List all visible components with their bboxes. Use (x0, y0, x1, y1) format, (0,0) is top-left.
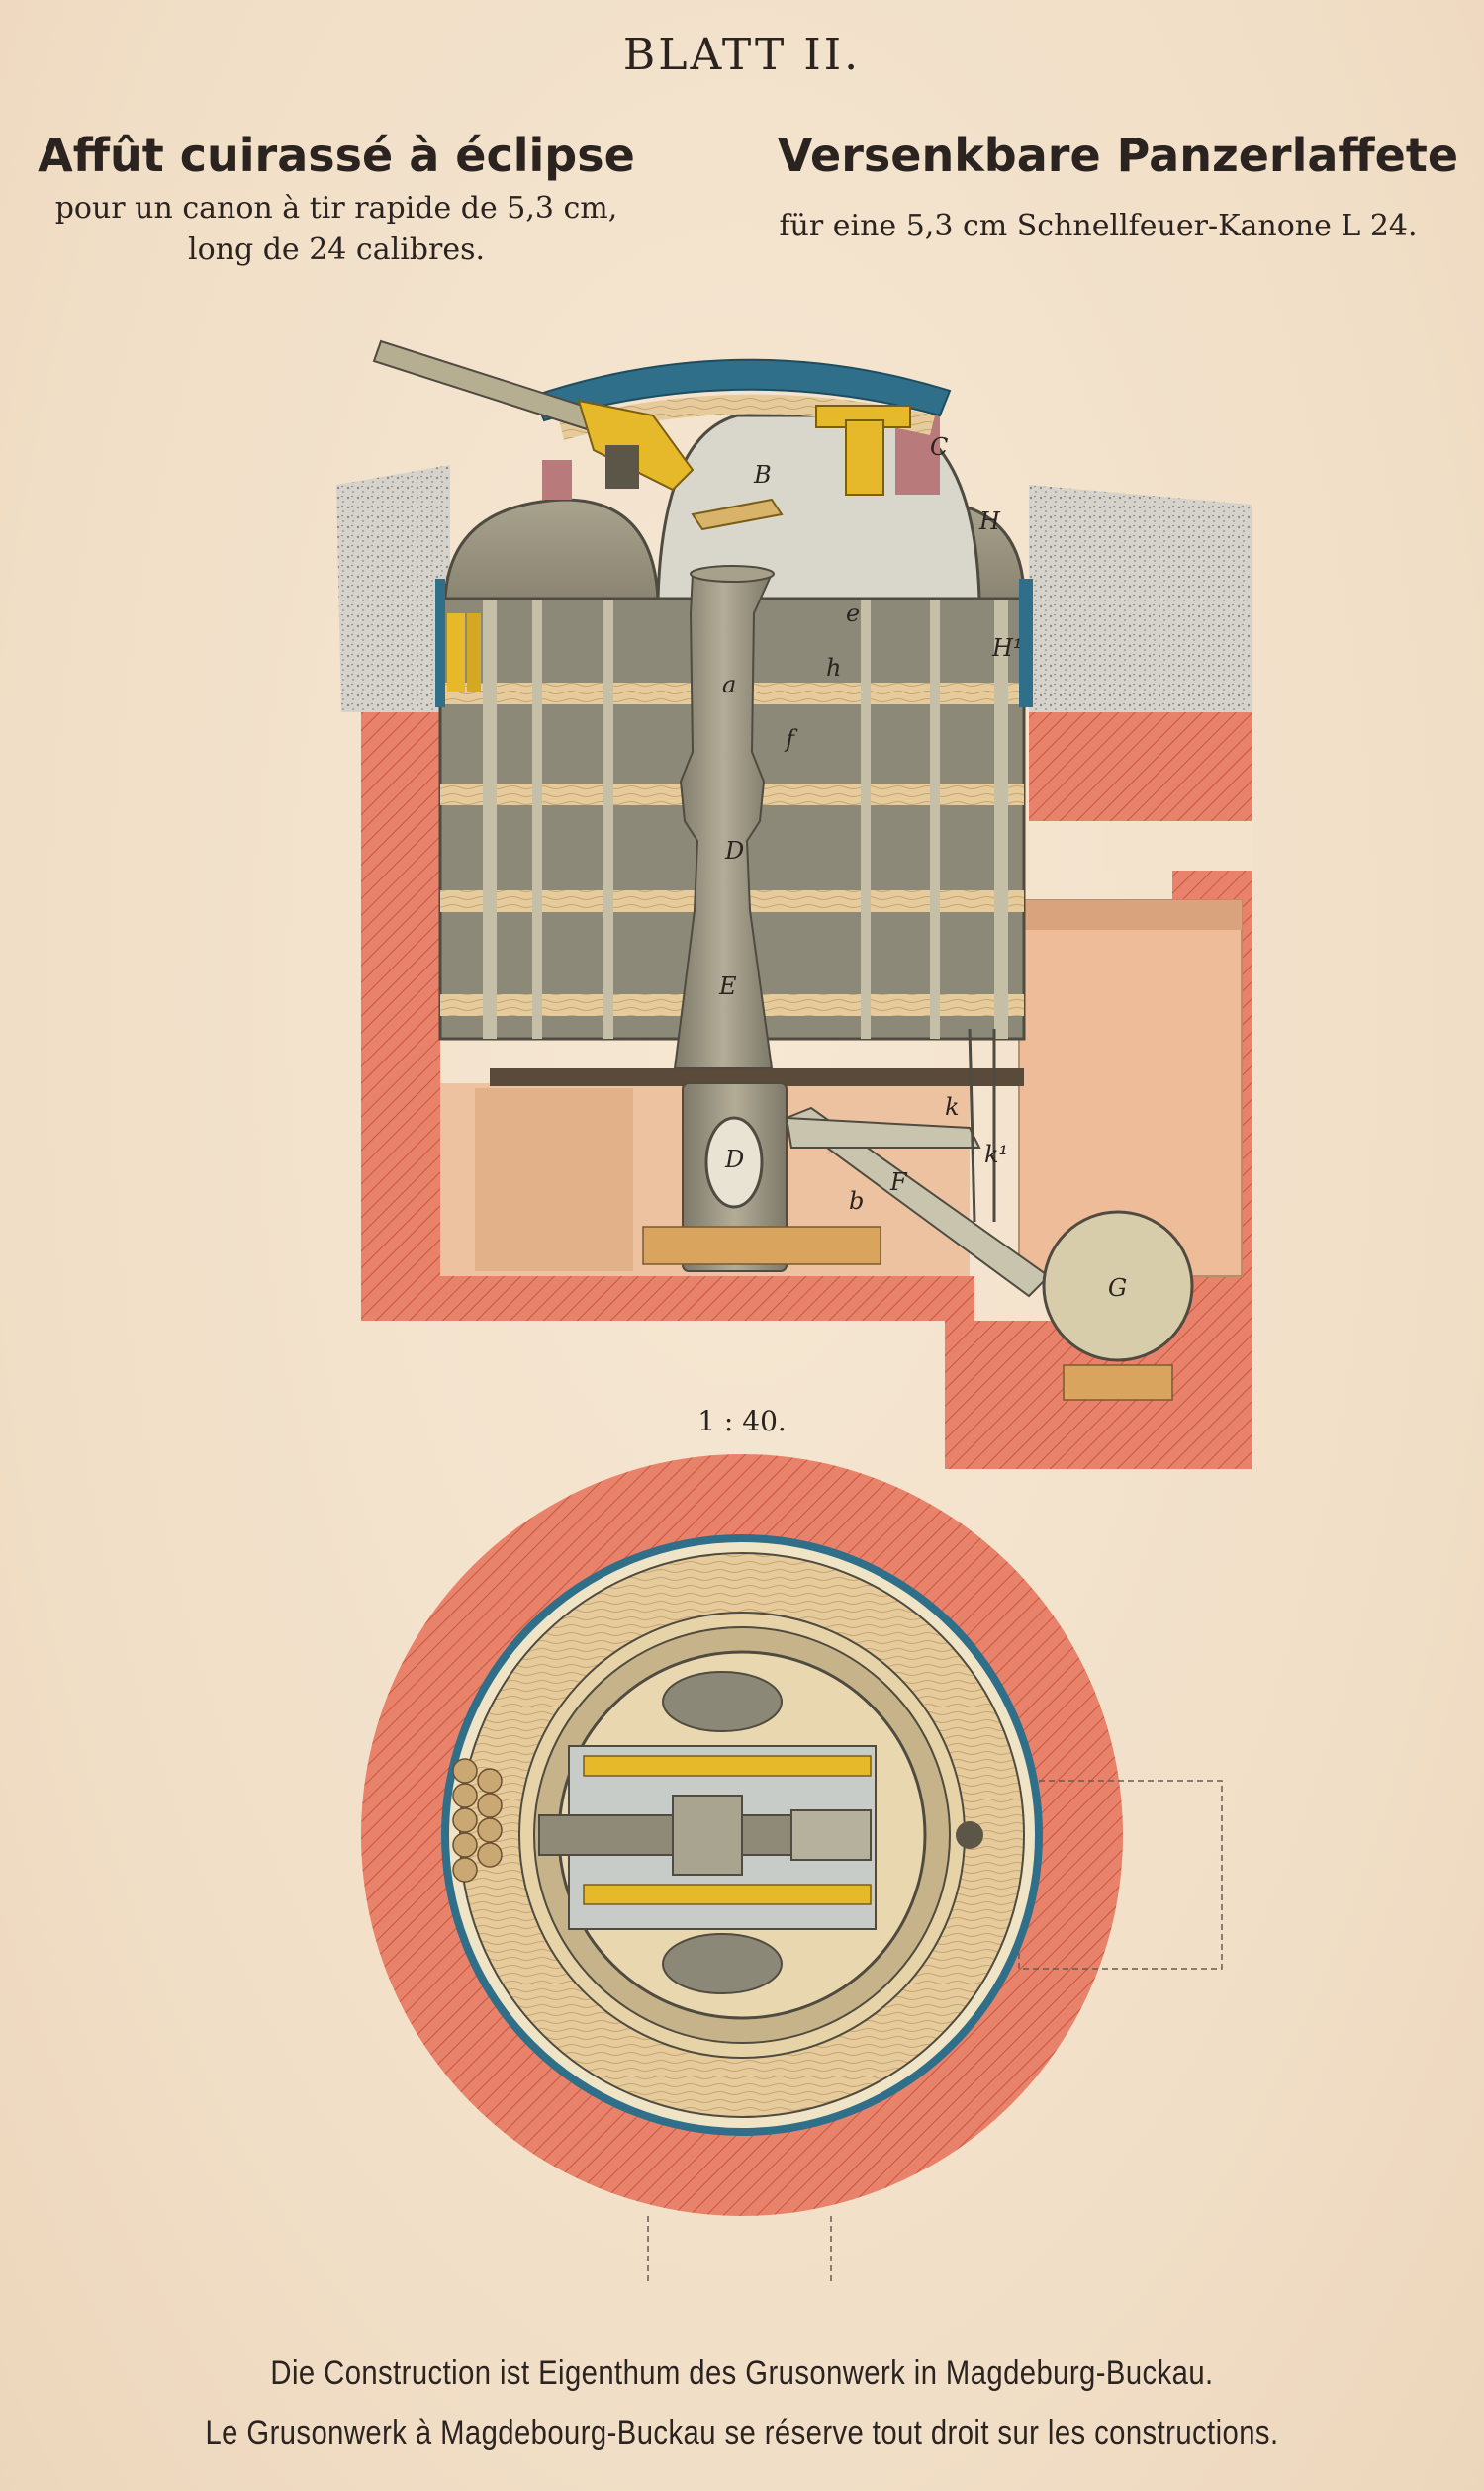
dome-left (443, 498, 660, 600)
gun-mount (577, 399, 911, 531)
title-german: Versenkbare Panzerlaffete (777, 129, 1459, 182)
label-E: E (718, 972, 737, 1000)
label-k: k (945, 1093, 960, 1121)
subtitle-french-line-2: long de 24 calibres. (187, 232, 486, 267)
plan-view (361, 1454, 1223, 2285)
armor-cupola (532, 358, 952, 422)
subtitle-french-line-1: pour un canon à tir rapide de 5,3 cm, (54, 191, 618, 226)
plan-shell-stack (452, 1758, 503, 1883)
title-french: Affût cuirassé à éclipse (38, 129, 635, 182)
subtitle-french: pour un canon à tir rapide de 5,3 cm, lo… (10, 188, 663, 271)
label-C: C (930, 433, 948, 461)
label-b: b (849, 1187, 864, 1215)
foundation-timbers (642, 1226, 1173, 1401)
label-D: D (724, 837, 744, 865)
label-h: h (826, 654, 841, 682)
vertical-section: B C H H¹ a e h f D E D b F k k¹ G (336, 339, 1252, 1469)
gravel-glacis-left (336, 465, 450, 712)
central-column (673, 565, 788, 1272)
label-D-lower: D (724, 1146, 744, 1173)
counterweight (1042, 1210, 1194, 1362)
label-G: G (1108, 1274, 1127, 1302)
label-k1: k¹ (984, 1141, 1008, 1168)
footer-french: Le Grusonwerk à Magdebourg-Buckau se rés… (205, 2414, 1279, 2451)
label-F: F (889, 1168, 908, 1196)
armor-collar-left (542, 460, 572, 500)
subtitle-german: für eine 5,3 cm Schnellfeuer-Kanone L 24… (779, 209, 1418, 243)
footer-german: Die Construction ist Eigenthum des Gruso… (270, 2354, 1214, 2392)
column-pivot-window (704, 1116, 764, 1209)
shell-stack (447, 613, 465, 692)
label-H1: H¹ (991, 634, 1023, 662)
label-H: H (978, 507, 1001, 535)
scale-note: 1 : 40. (697, 1405, 787, 1437)
label-a: a (722, 671, 736, 698)
gravel-glacis-right (1029, 485, 1252, 712)
magazine-uprights (483, 599, 1008, 1039)
turntable-floor (490, 1068, 1024, 1086)
lever-mechanism (784, 1028, 1194, 1362)
label-B: B (753, 461, 772, 489)
plan-gun-mount (538, 1671, 983, 1994)
label-e: e (846, 600, 860, 627)
plate-number: BLATT II. (622, 30, 862, 80)
